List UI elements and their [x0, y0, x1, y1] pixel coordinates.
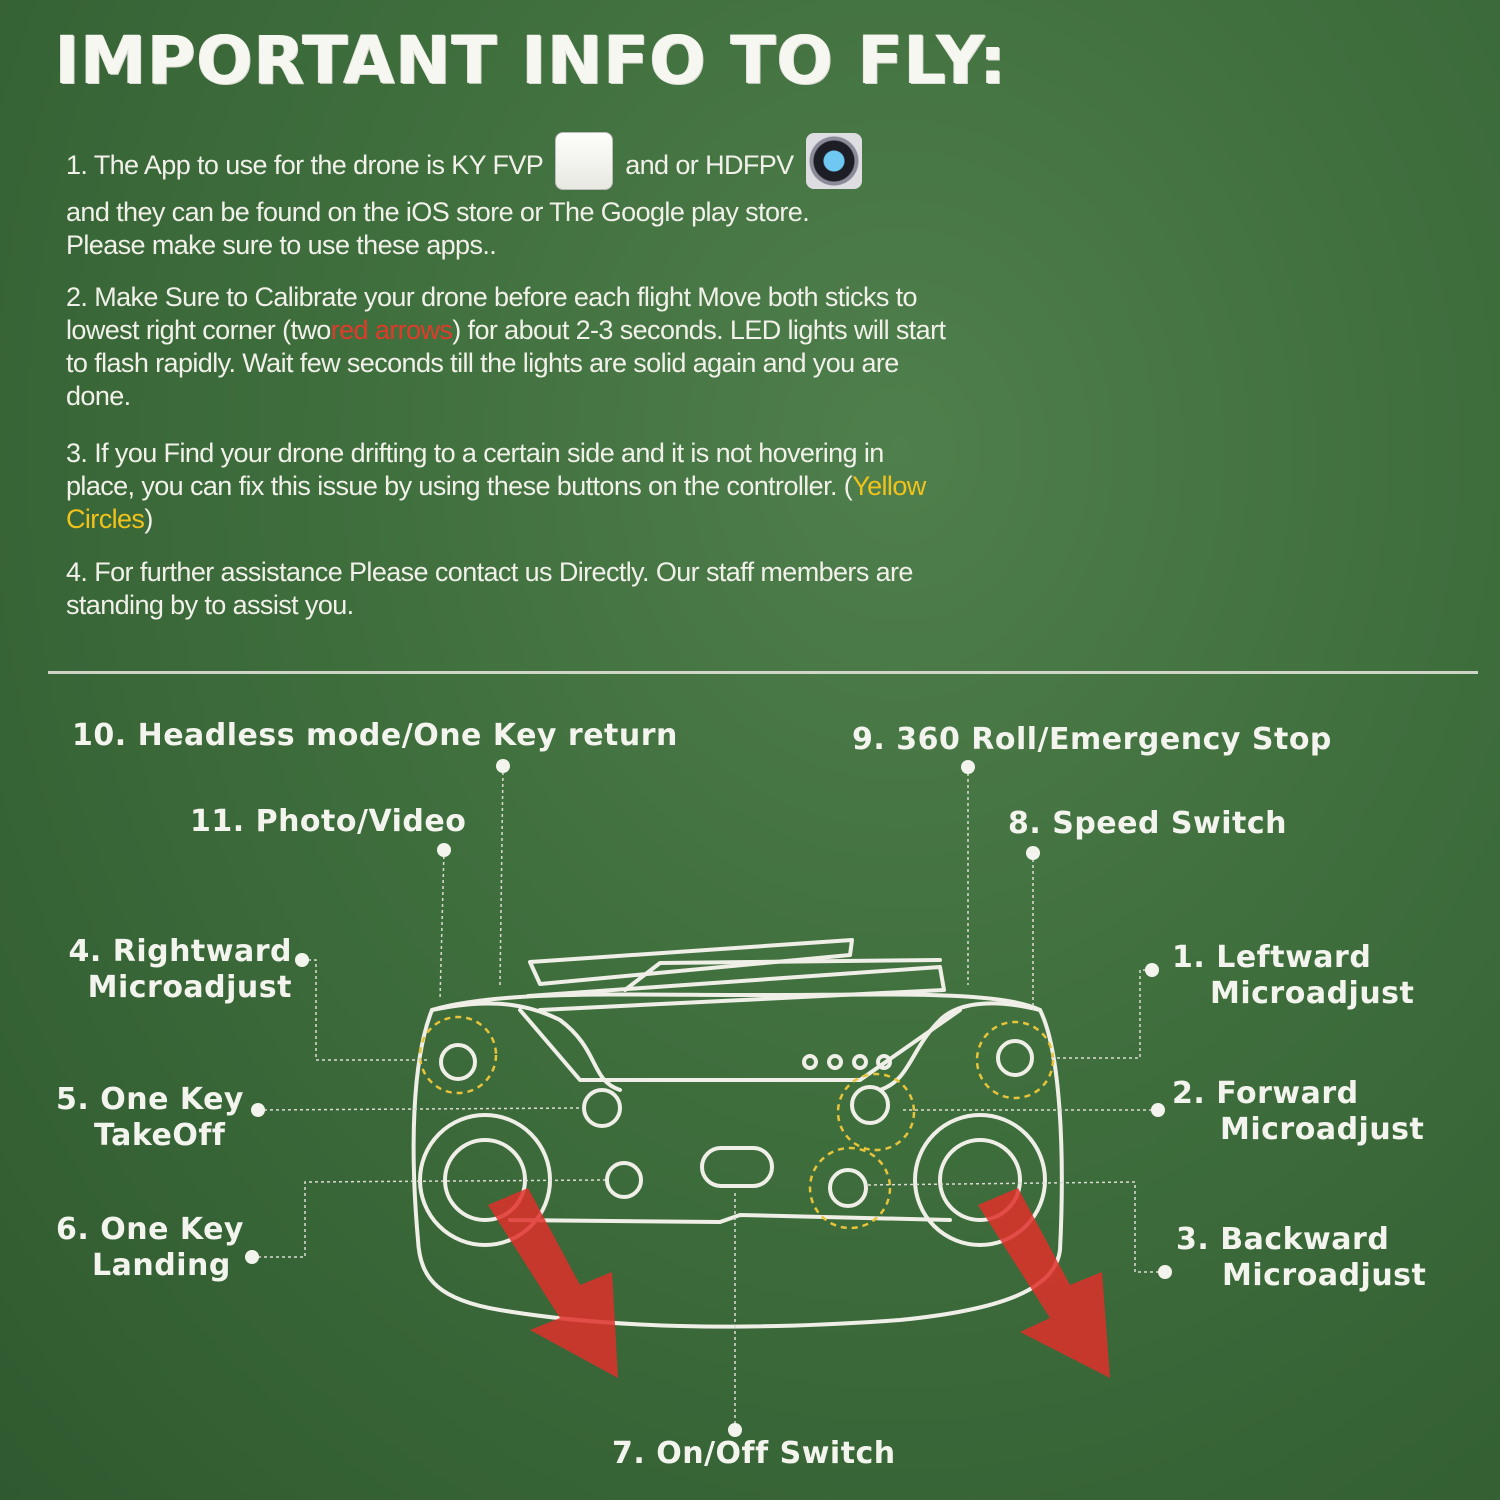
- label-forward-line2: Microadjust: [1220, 1112, 1425, 1147]
- label-landing-line2: Landing: [92, 1248, 231, 1283]
- info-step-4: 4. For further assistance Please contact…: [66, 557, 913, 620]
- step-1-text-c: and they can be found on the iOS store o…: [66, 197, 810, 227]
- label-photo-video: 11. Photo/Video: [190, 804, 467, 839]
- label-one-key-landing: 6. One Key Landing: [56, 1212, 244, 1284]
- step-2-text-b: ) for about 2-3 seconds. LED lights will…: [66, 315, 946, 411]
- label-backward-microadjust: 3. Backward Microadjust: [1176, 1222, 1426, 1294]
- red-arrows-highlight: red arrows: [330, 315, 453, 345]
- label-backward-line2: Microadjust: [1222, 1258, 1427, 1293]
- label-backward-line1: 3. Backward: [1176, 1222, 1390, 1257]
- step-1-text-d: Please make sure to use these apps..: [66, 230, 497, 260]
- label-one-key-takeoff: 5. One Key TakeOff: [56, 1082, 244, 1154]
- label-rightward-line2: Microadjust: [87, 970, 292, 1005]
- label-speed-switch: 8. Speed Switch: [1008, 806, 1287, 841]
- camera-lens-app-icon: [805, 133, 862, 189]
- label-rightward-microadjust: 4. Rightward Microadjust: [52, 934, 292, 1006]
- yellow-circles-highlight: Yellow Circles: [66, 471, 926, 534]
- step-3-text-b: ): [144, 504, 153, 534]
- step-3-text-a: 3. If you Find your drone drifting to a …: [66, 438, 884, 501]
- section-divider: [48, 671, 1478, 674]
- label-roll-emergency-stop: 9. 360 Roll/Emergency Stop: [852, 722, 1332, 757]
- yellow-adjust-circles: [418, 1015, 1055, 1230]
- label-landing-line1: 6. One Key: [56, 1212, 244, 1247]
- label-forward-line1: 2. Forward: [1172, 1076, 1359, 1111]
- label-rightward-line1: 4. Rightward: [68, 934, 292, 969]
- label-leftward-line1: 1. Leftward: [1172, 940, 1372, 975]
- red-calibration-arrows: [488, 1188, 1110, 1378]
- step-1-text-a: 1. The App to use for the drone is KY FV…: [66, 150, 544, 181]
- drone-app-icon: [555, 132, 614, 190]
- info-step-2: 2. Make Sure to Calibrate your drone bef…: [66, 281, 956, 413]
- info-step-3: 3. If you Find your drone drifting to a …: [66, 437, 956, 536]
- step-2-text-a: 2. Make Sure to Calibrate your drone bef…: [66, 282, 918, 345]
- label-takeoff-line1: 5. One Key: [56, 1082, 244, 1117]
- step-1-text-b: and or HDFPV: [625, 150, 794, 181]
- label-forward-microadjust: 2. Forward Microadjust: [1172, 1076, 1424, 1148]
- info-step-1: 1. The App to use for the drone is KY FV…: [66, 132, 956, 262]
- label-leftward-microadjust: 1. Leftward Microadjust: [1172, 940, 1414, 1012]
- leader-dots: [245, 759, 1172, 1437]
- controller-outline: [411, 938, 1064, 1329]
- label-takeoff-line2: TakeOff: [94, 1118, 226, 1153]
- page-title: IMPORTANT INFO TO FLY:: [55, 22, 1008, 99]
- label-on-off-switch: 7. On/Off Switch: [612, 1436, 896, 1471]
- label-leftward-line2: Microadjust: [1210, 976, 1415, 1011]
- label-headless-mode: 10. Headless mode/One Key return: [72, 718, 678, 753]
